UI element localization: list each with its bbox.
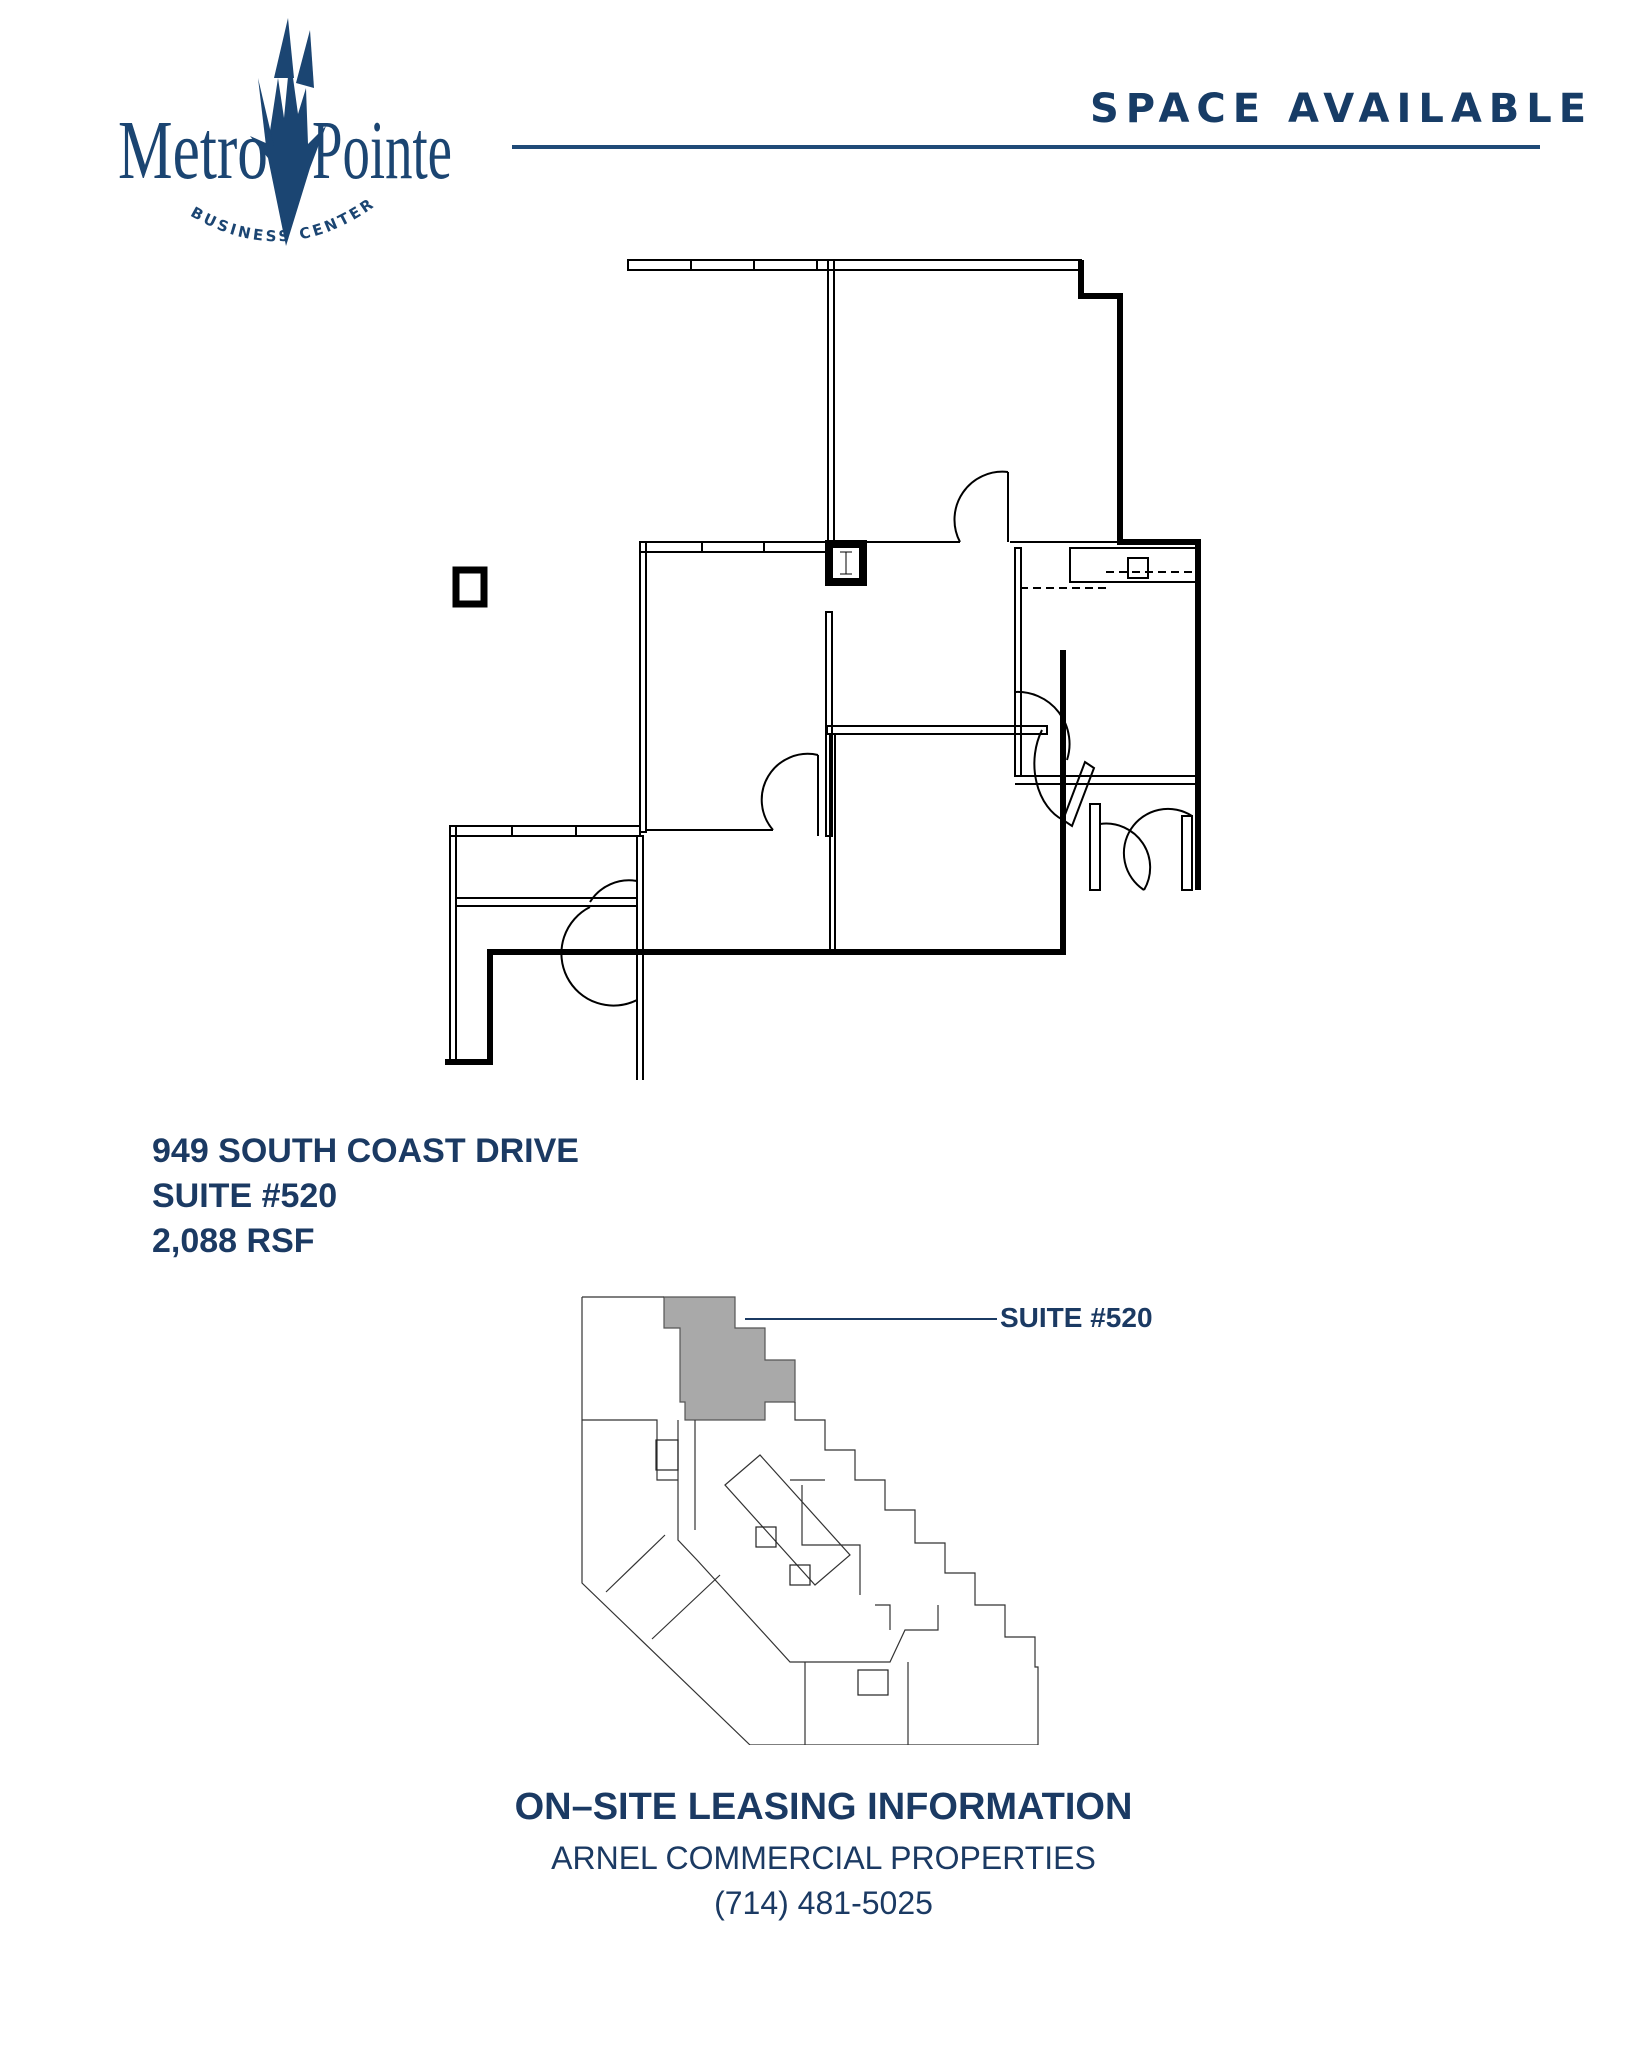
header-divider: [512, 145, 1540, 149]
leasing-company: ARNEL COMMERCIAL PROPERTIES: [551, 1840, 1096, 1876]
address-line: 949 SOUTH COAST DRIVE: [152, 1132, 579, 1170]
suite-callout-label: SUITE #520: [1000, 1302, 1153, 1333]
building-key-plan: [560, 1265, 1160, 1746]
metro-pointe-logo: Metro Pointe BUSINESS CENTER: [118, 18, 458, 258]
svg-text:Metro: Metro: [118, 104, 268, 197]
svg-text:Pointe: Pointe: [312, 104, 452, 197]
leasing-phone[interactable]: (714) 481-5025: [714, 1885, 933, 1921]
page-title: SPACE AVAILABLE: [1090, 86, 1594, 132]
rentable-area: 2,088 RSF: [152, 1222, 315, 1260]
suite-callout-leader: [745, 1318, 997, 1320]
crown-logo-icon: Metro Pointe BUSINESS CENTER: [118, 18, 452, 246]
suite-520-highlight: [663, 1296, 796, 1421]
suite-number: SUITE #520: [152, 1177, 338, 1215]
suite-floor-plan: [430, 240, 1210, 1082]
leasing-heading: ON–SITE LEASING INFORMATION: [514, 1786, 1133, 1828]
